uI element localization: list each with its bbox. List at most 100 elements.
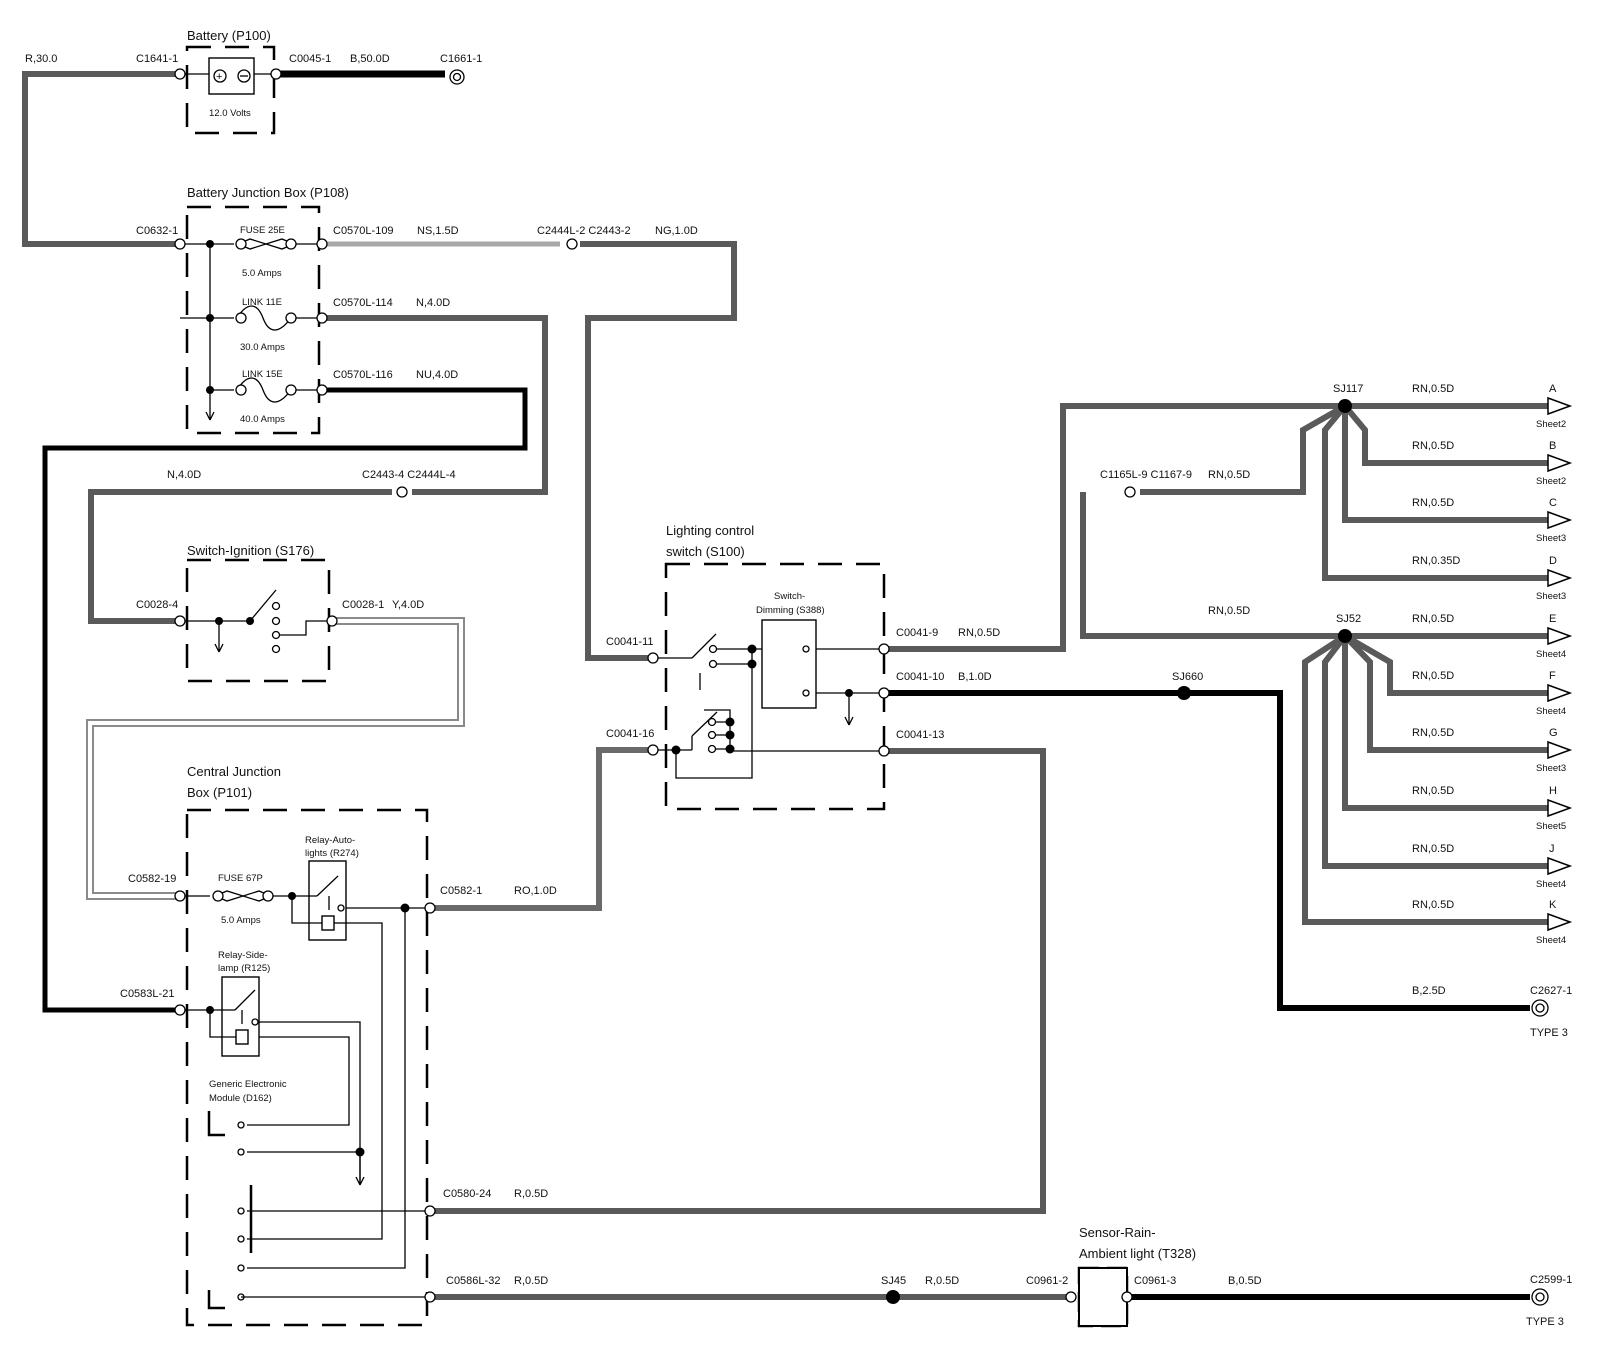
lighting-title-2: switch (S100)	[666, 544, 745, 559]
wire-label-b-10: B,1.0D	[958, 671, 992, 683]
wire-label-r-05-sj45: R,0.5D	[925, 1275, 959, 1287]
conn-c2444l-2: C2444L-2 C2443-2	[537, 225, 631, 237]
lighting-title-1: Lighting control	[666, 523, 754, 538]
cjb-title-1: Central Junction	[187, 764, 281, 779]
conn-c0961-2: C0961-2	[1026, 1275, 1068, 1287]
output-wire-j: RN,0.5D	[1412, 843, 1454, 855]
link-15e-label: LINK 15E	[242, 369, 283, 380]
component-outlines	[185, 45, 1129, 1328]
battery-rating: 12.0 Volts	[209, 108, 251, 119]
output-letter-d: D	[1549, 555, 1557, 567]
fuse-25e-label: FUSE 25E	[240, 225, 285, 236]
output-sheet-e: Sheet4	[1536, 649, 1566, 660]
wire-r-30	[22, 71, 176, 247]
output-arrow-c	[1547, 510, 1573, 530]
output-sheet-g: Sheet3	[1536, 763, 1566, 774]
bjb-title: Battery Junction Box (P108)	[187, 185, 349, 200]
output-letter-f: F	[1549, 670, 1556, 682]
wire-label-b-25: B,2.5D	[1412, 985, 1446, 997]
gem-label-1: Generic Electronic	[209, 1079, 287, 1090]
wire-label-n-40-a: N,4.0D	[416, 297, 450, 309]
conn-c0582-19: C0582-19	[128, 873, 176, 885]
wire-label-r-30: R,30.0	[25, 53, 57, 65]
wire-d	[1322, 404, 1548, 581]
conn-c0580-24: C0580-24	[443, 1188, 491, 1200]
sensor-title-2: Ambient light (T328)	[1079, 1246, 1196, 1261]
conn-c2627-1: C2627-1	[1530, 985, 1572, 997]
splice-label-sj52: SJ52	[1336, 613, 1361, 625]
output-arrow-k	[1547, 912, 1573, 932]
output-sheet-j: Sheet4	[1536, 879, 1566, 890]
output-sheet-d: Sheet3	[1536, 591, 1566, 602]
conn-c0586l-32: C0586L-32	[446, 1275, 500, 1287]
output-wire-b: RN,0.5D	[1412, 440, 1454, 452]
splice-label-sj45: SJ45	[881, 1275, 906, 1287]
splice-label-sj117: SJ117	[1333, 383, 1363, 395]
output-arrow-d	[1547, 568, 1573, 588]
wire-rn-05-s9	[884, 403, 1345, 652]
output-wire-d: RN,0.35D	[1412, 555, 1460, 567]
dimming-label-2: Dimming (S388)	[756, 605, 825, 616]
wire-n-40-a	[322, 315, 548, 495]
relay-auto-label-1: Relay-Auto-	[305, 835, 355, 846]
output-arrow-a	[1547, 396, 1573, 416]
conn-c0570l-114: C0570L-114	[333, 297, 393, 309]
relay-side-label-2: lamp (R125)	[218, 963, 270, 974]
output-letter-k: K	[1549, 899, 1557, 911]
svg-text:+: +	[216, 71, 222, 83]
labels: Battery (P100) 12.0 Volts Battery Juncti…	[25, 28, 1572, 1328]
connector-pins	[174, 68, 1549, 1306]
internal-lines: +	[180, 57, 1128, 1327]
wire-label-ro-10: RO,1.0D	[514, 885, 557, 897]
wire-j	[1322, 634, 1548, 869]
output-wire-k: RN,0.5D	[1412, 899, 1454, 911]
conn-c0041-16: C0041-16	[606, 728, 654, 740]
output-letter-j: J	[1549, 843, 1555, 855]
output-sheet-h: Sheet5	[1536, 821, 1566, 832]
wire-nu-40	[42, 387, 528, 1013]
conn-c1661-1: C1661-1	[440, 53, 482, 65]
conn-c0028-1: C0028-1	[342, 599, 384, 611]
output-sheet-c: Sheet3	[1536, 533, 1566, 544]
conn-c0041-13: C0041-13	[896, 729, 944, 741]
conn-c0028-4: C0028-4	[136, 599, 178, 611]
sensor-rain-body	[1078, 1267, 1128, 1327]
conn-c0583l-21: C0583L-21	[120, 988, 174, 1000]
conn-c0041-10: C0041-10	[896, 671, 944, 683]
sensor-title-1: Sensor-Rain-	[1079, 1225, 1156, 1240]
wire-label-ng-10: NG,1.0D	[655, 225, 698, 237]
output-arrow-h	[1547, 798, 1573, 818]
output-arrow-b	[1547, 453, 1573, 473]
wire-label-ns-15: NS,1.5D	[417, 225, 459, 237]
wires	[22, 70, 1560, 1300]
conn-type3-a: TYPE 3	[1530, 1027, 1568, 1039]
output-wire-c: RN,0.5D	[1412, 497, 1454, 509]
output-wire-f: RN,0.5D	[1412, 670, 1454, 682]
output-arrow-e	[1547, 626, 1573, 646]
link-15e-rating: 40.0 Amps	[240, 414, 285, 425]
link-11e-rating: 30.0 Amps	[240, 342, 285, 353]
output-sheet-a: Sheet2	[1536, 419, 1566, 430]
fuse-67p-label: FUSE 67P	[218, 873, 263, 884]
output-wire-e: RN,0.5D	[1412, 613, 1454, 625]
wire-rn-05-c1165	[1140, 403, 1347, 495]
output-sheet-k: Sheet4	[1536, 935, 1566, 946]
output-arrow-j	[1547, 856, 1573, 876]
relay-auto-label-2: lights (R274)	[305, 848, 359, 859]
conn-c0570l-116: C0570L-116	[333, 369, 393, 381]
splice-sj52	[1338, 629, 1352, 643]
output-sheet-f: Sheet4	[1536, 706, 1566, 717]
splice-label-sj660: SJ660	[1172, 671, 1203, 683]
wire-r-05-c0580	[430, 748, 1046, 1214]
output-sheet-b: Sheet2	[1536, 476, 1566, 487]
wire-f	[1343, 633, 1548, 696]
wire-label-b-05: B,0.5D	[1228, 1275, 1262, 1287]
wire-h	[1342, 636, 1548, 811]
conn-c1165l-9: C1165L-9 C1167-9	[1100, 469, 1192, 481]
output-wire-g: RN,0.5D	[1412, 727, 1454, 739]
conn-c1641-1: C1641-1	[136, 53, 178, 65]
wire-label-rn-05-c1165: RN,0.5D	[1208, 469, 1250, 481]
output-letter-c: C	[1549, 497, 1557, 509]
output-wire-a: RN,0.5D	[1412, 383, 1454, 395]
wire-g	[1342, 633, 1548, 753]
